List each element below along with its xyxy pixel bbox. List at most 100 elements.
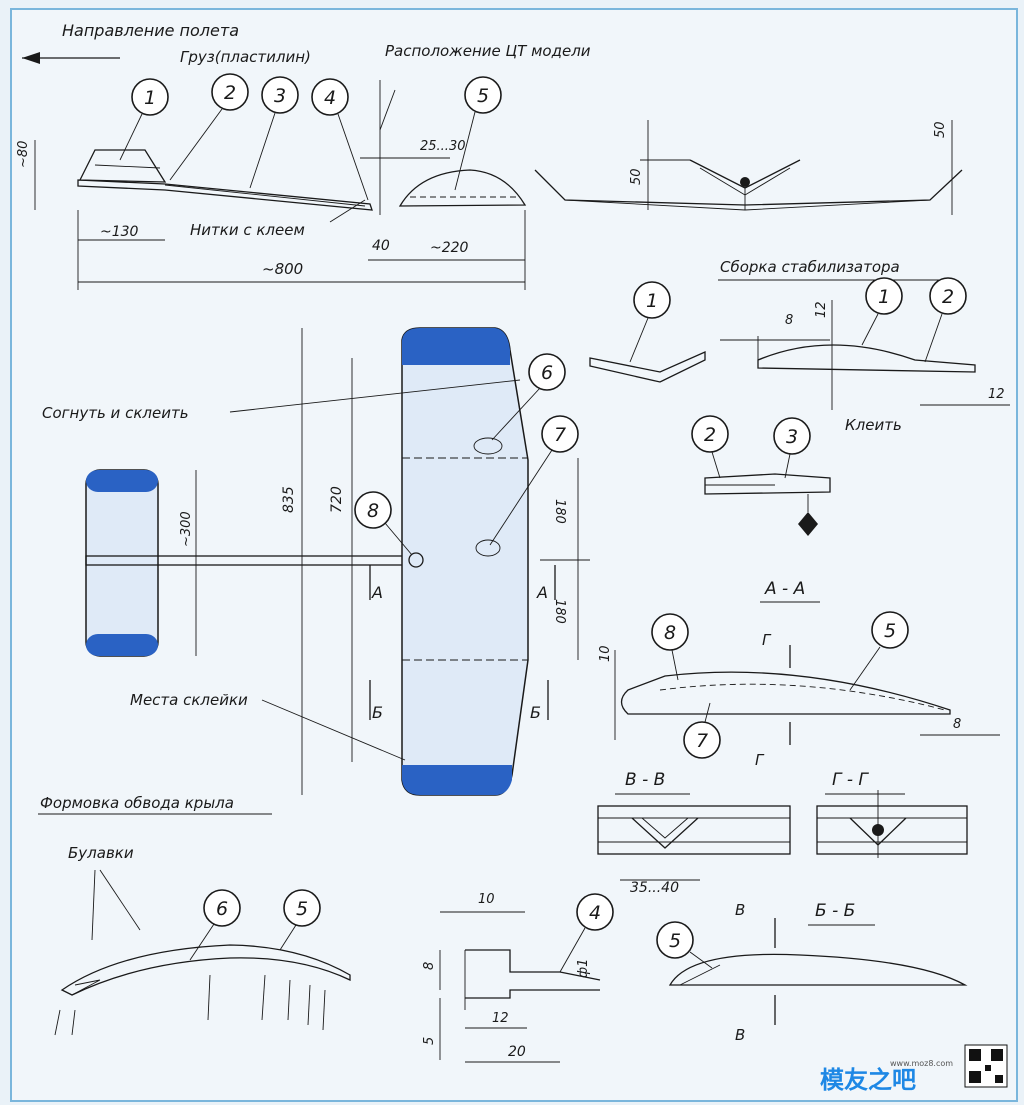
- dim-835: 835: [281, 486, 297, 513]
- stab-assembly-label: Сборка стабилизатора: [720, 258, 900, 276]
- dim-phi1: ф1: [576, 959, 591, 978]
- svg-text:7: 7: [554, 424, 566, 446]
- svg-text:1: 1: [144, 87, 156, 109]
- stab-assembly: Сборка стабилизатора 1 8 12 12 Клеить 1 …: [589, 258, 1010, 536]
- section-aa-title: А - А: [764, 579, 805, 599]
- callout-7: 7: [489, 415, 579, 546]
- section-vv-gg: В - В 35...40 Г - Г: [597, 770, 968, 896]
- svg-text:5: 5: [477, 85, 489, 107]
- callout-6: 6: [491, 353, 566, 441]
- side-view: Направление полета Груз(пластилин) Распо…: [16, 21, 591, 290]
- marker-v-bottom: В: [735, 1026, 745, 1044]
- marker-b-left: Б: [372, 703, 383, 722]
- svg-text:5: 5: [296, 898, 308, 920]
- svg-text:4: 4: [324, 87, 336, 109]
- pins-label: Булавки: [68, 844, 134, 862]
- dim-10b: 10: [478, 892, 495, 907]
- marker-a-left: А: [371, 583, 383, 602]
- dim-40: 40: [372, 238, 390, 254]
- joint-callout-2: 2: [691, 415, 729, 479]
- dim-220: ~220: [430, 240, 469, 256]
- section-gg-title: Г - Г: [832, 770, 869, 790]
- bb-callout-5: 5: [656, 921, 713, 969]
- callout-3: 3: [249, 76, 299, 189]
- stab-callout-2: 2: [924, 277, 967, 363]
- watermark-text: 模友之吧: [820, 1066, 916, 1094]
- dim-20: 20: [508, 1044, 526, 1060]
- part4-callout: 4: [559, 893, 614, 973]
- svg-text:2: 2: [224, 82, 236, 104]
- threads-label: Нитки с клеем: [190, 221, 305, 239]
- marker-v-top: В: [735, 901, 745, 919]
- dim-12c: 12: [492, 1011, 509, 1026]
- wing-forming-label: Формовка обвода крыла: [40, 794, 234, 812]
- dim-8c: 8: [422, 962, 437, 970]
- callout-8: 8: [354, 491, 413, 556]
- callout-4: 4: [311, 78, 369, 201]
- watermark: 模友之吧 www.moz8.com: [820, 1044, 1008, 1094]
- marker-g-top: Г: [762, 631, 772, 649]
- flight-arrow-head: [22, 52, 40, 64]
- dim-130: ~130: [100, 224, 139, 240]
- svg-text:3: 3: [274, 85, 286, 107]
- section-aa: А - А 10 8 Г Г 8 5 7: [598, 579, 1000, 769]
- dim-800: ~800: [262, 260, 303, 278]
- svg-text:6: 6: [541, 362, 553, 384]
- svg-text:8: 8: [367, 500, 379, 522]
- marker-g-bottom: Г: [755, 751, 765, 769]
- section-vv-title: В - В: [625, 770, 665, 790]
- svg-text:8: 8: [664, 622, 676, 644]
- bend-label: Согнуть и склеить: [42, 404, 189, 422]
- dim-180a: 180: [552, 499, 567, 524]
- flight-direction-label: Направление полета: [62, 21, 239, 40]
- callout-5: 5: [454, 76, 502, 191]
- front-view: 50 50: [534, 120, 963, 215]
- dim-8b: 8: [953, 717, 961, 732]
- svg-text:5: 5: [669, 930, 681, 952]
- dim-50b: 50: [933, 121, 948, 138]
- svg-text:2: 2: [704, 424, 716, 446]
- marker-a-right: А: [536, 583, 548, 602]
- joint-callout-3: 3: [773, 417, 811, 479]
- callout-1: 1: [119, 78, 169, 161]
- dim-12a: 12: [814, 301, 829, 318]
- callout-2: 2: [169, 73, 249, 181]
- forming-callout-6: 6: [189, 889, 241, 961]
- svg-text:3: 3: [786, 426, 798, 448]
- svg-text:www.moz8.com: www.moz8.com: [890, 1059, 953, 1068]
- svg-text:1: 1: [878, 286, 890, 308]
- svg-text:5: 5: [884, 620, 896, 642]
- dim-35-40: 35...40: [630, 880, 679, 896]
- dim-h80: ~80: [16, 141, 31, 168]
- top-view: 835 720 ~300 180 180 А А Б Б Согнуть и с…: [42, 327, 590, 796]
- dim-50a: 50: [629, 168, 644, 185]
- dim-720: 720: [329, 486, 345, 513]
- part4-detail: 10 8 ф1 12 5 20 4: [422, 892, 614, 1063]
- dim-10a: 10: [598, 645, 613, 662]
- stab-callout-1: 1: [629, 281, 671, 363]
- wing-forming: Формовка обвода крыла Булавки 6 5: [38, 794, 351, 1036]
- svg-text:1: 1: [646, 290, 658, 312]
- svg-text:2: 2: [942, 286, 954, 308]
- svg-text:6: 6: [216, 898, 228, 920]
- glue-label: Клеить: [845, 416, 902, 434]
- dim-5: 5: [422, 1037, 437, 1045]
- glue-places-label: Места склейки: [130, 691, 248, 709]
- stab-callout-1b: 1: [861, 277, 903, 346]
- cg-label: Расположение ЦТ модели: [385, 42, 591, 60]
- dim-12b: 12: [988, 387, 1005, 402]
- dim-300: ~300: [179, 511, 194, 547]
- svg-text:7: 7: [696, 730, 708, 752]
- dim-25-30: 25...30: [420, 139, 465, 154]
- svg-text:4: 4: [589, 902, 601, 924]
- forming-callout-5: 5: [279, 889, 321, 951]
- aa-callout-5: 5: [849, 611, 909, 691]
- dim-8a: 8: [785, 313, 793, 328]
- weight-label: Груз(пластилин): [180, 48, 311, 66]
- marker-b-right: Б: [530, 703, 541, 722]
- aa-callout-8: 8: [651, 613, 689, 681]
- dim-180b: 180: [552, 599, 567, 624]
- section-bb: Б - Б В В 5: [656, 901, 968, 1044]
- aa-callout-7: 7: [683, 702, 721, 759]
